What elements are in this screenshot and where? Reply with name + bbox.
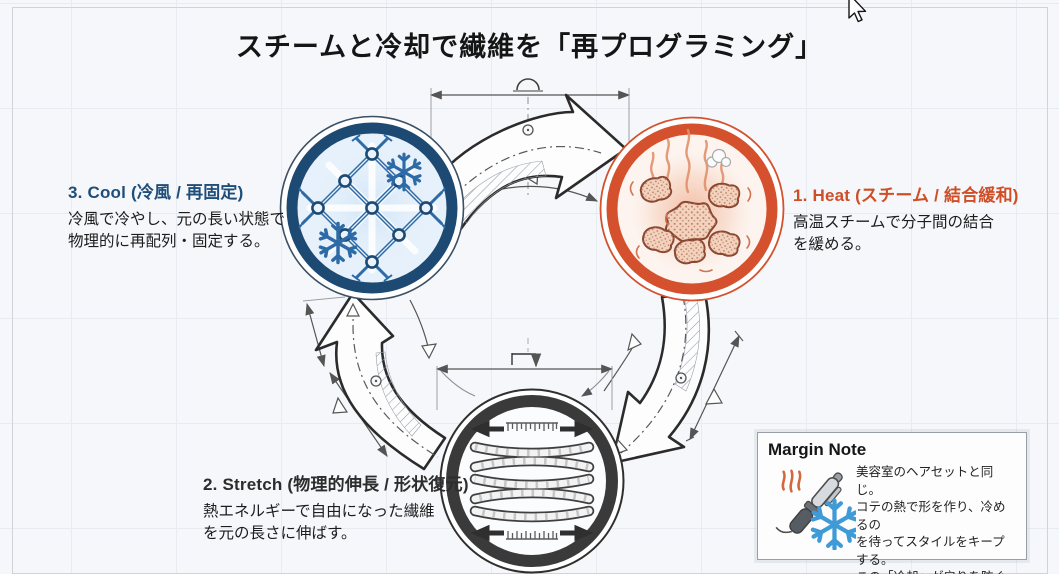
step-stretch-block: 2. Stretch (物理的伸長 / 形状復元) 熱エネルギーで自由になった繊… bbox=[203, 470, 473, 545]
mouse-cursor-icon bbox=[848, 0, 867, 23]
heat-waves-icon bbox=[781, 469, 802, 493]
ruler-ticks-icon bbox=[506, 422, 558, 540]
step-cool-block: 3. Cool (冷風 / 再固定) 冷風で冷やし、元の長い状態で 物理的に再配… bbox=[68, 178, 318, 253]
stretch-node-illustration bbox=[439, 388, 625, 574]
margin-note-box: Margin Note 美容室のヘアセットと bbox=[757, 432, 1027, 574]
steam-cloud-icon bbox=[706, 148, 732, 168]
page-title: スチームと冷却で繊維を「再プログラミング」 bbox=[235, 32, 824, 62]
cycle-arrow-right-icon bbox=[610, 292, 711, 465]
step-heat-label: 1. Heat (スチーム / 結合緩和) bbox=[793, 186, 1019, 205]
snowflake-icon bbox=[810, 500, 856, 548]
step-heat-description: 高温スチームで分子間の結合 を緩める。 bbox=[793, 214, 995, 253]
heat-node-illustration bbox=[599, 116, 785, 302]
fiber-strands-icon bbox=[469, 441, 595, 523]
step-cool-label: 3. Cool (冷風 / 再固定) bbox=[68, 183, 244, 202]
margin-note-body: 美容室のヘアセットと同じ。 コテの熱で形を作り、冷めるの を待ってスタイルをキー… bbox=[856, 465, 1006, 574]
curling-iron-icon bbox=[775, 469, 856, 550]
step-stretch-label: 2. Stretch (物理的伸長 / 形状復元) bbox=[203, 475, 469, 494]
stretch-arrows-icon bbox=[470, 420, 594, 542]
margin-note-title: Margin Note bbox=[768, 440, 867, 459]
dimension-lines bbox=[302, 78, 744, 457]
crystal-lattice-icon bbox=[298, 134, 446, 282]
cool-node-illustration bbox=[279, 115, 465, 301]
step-heat-block: 1. Heat (スチーム / 結合緩和) 高温スチームで分子間の結合 を緩める… bbox=[793, 181, 1043, 256]
step-stretch-description: 熱エネルギーで自由になった繊維 を元の長さに伸ばす。 bbox=[203, 503, 435, 542]
cycle-arrow-left-icon bbox=[314, 291, 447, 471]
step-cool-description: 冷風で冷やし、元の長い状態で 物理的に再配列・固定する。 bbox=[68, 211, 286, 250]
vibration-marks-icon bbox=[629, 181, 752, 273]
